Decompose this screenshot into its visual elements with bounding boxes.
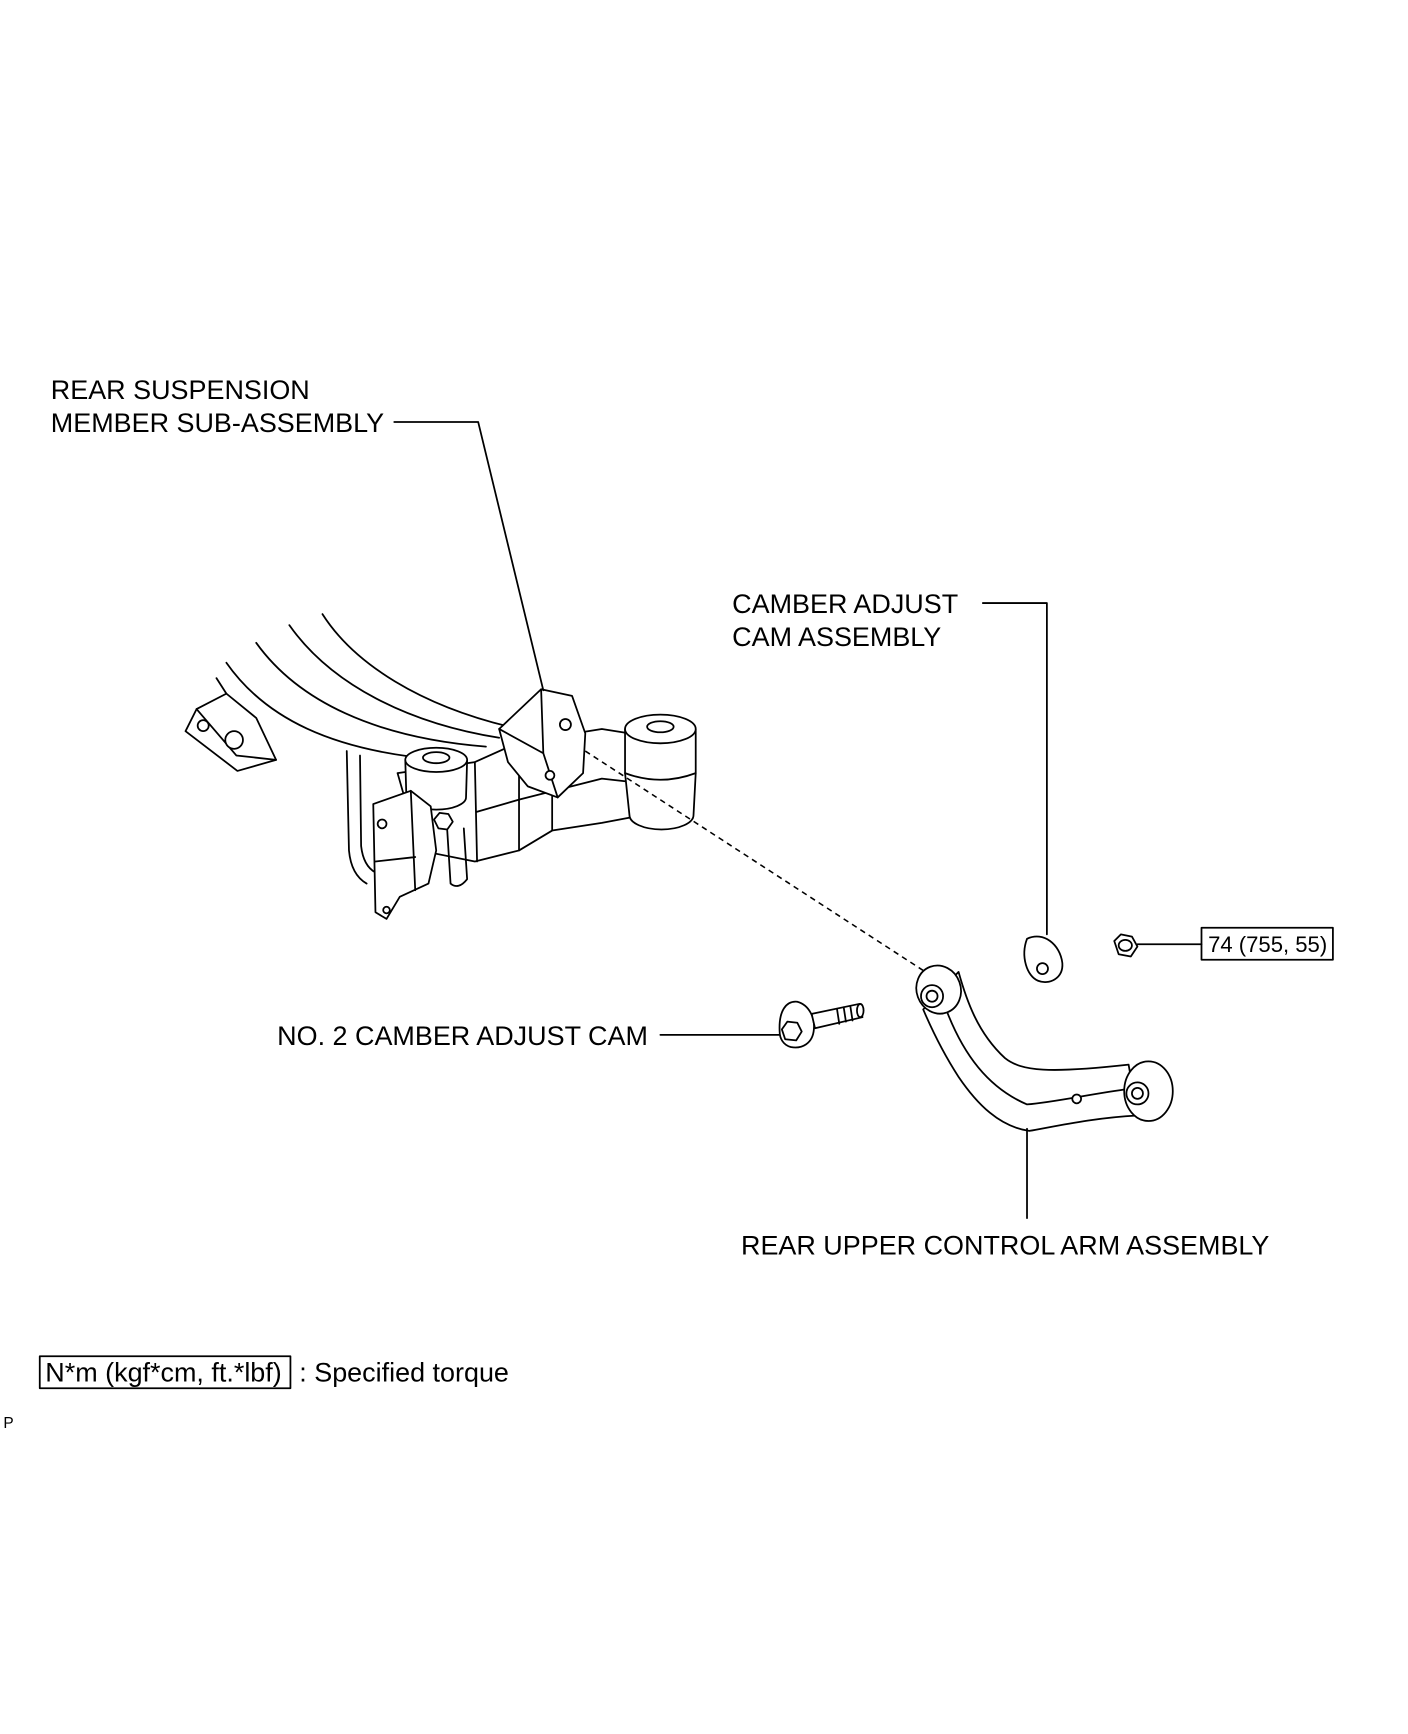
leader-rear-suspension-member: [393, 421, 545, 692]
legend-unit-box: [38, 1355, 292, 1390]
member-right-bushing-hole: [646, 720, 675, 734]
member-left-lower-bracket: [372, 789, 438, 920]
label-camber-adjust-line1: CAMBER ADJUST: [732, 589, 958, 619]
member-lower-bracket-hole: [382, 905, 391, 915]
member-beam-arc: [225, 661, 443, 761]
nut-bore: [1117, 939, 1133, 952]
no2-bolt-head: [780, 1020, 803, 1042]
label-rear-upper-control-arm: REAR UPPER CONTROL ARM ASSEMBLY: [741, 1231, 1269, 1261]
member-lower-tube: [446, 827, 469, 887]
leader-camber-adjust-cam: [981, 602, 1048, 936]
member-left-lower-bracket-edge: [374, 789, 417, 892]
control-arm-hole: [1071, 1093, 1083, 1105]
legend-description: : Specified torque: [299, 1358, 509, 1388]
installation-dashed-line: [584, 750, 926, 973]
member-left-bracket-edge: [195, 677, 277, 761]
no2-bolt-shaft: [810, 1003, 864, 1030]
member-bracket-hole: [559, 718, 572, 731]
label-no2-camber-adjust-cam: NO. 2 CAMBER ADJUST CAM: [277, 1021, 648, 1051]
control-arm-front-bushing-hole: [925, 989, 939, 1003]
member-beam-arc: [288, 624, 501, 739]
member-beam-arc: [255, 641, 487, 748]
no2-bolt-tip: [856, 1003, 865, 1019]
torque-value-box: [1200, 926, 1334, 961]
control-arm-rear-bushing-hole: [1131, 1086, 1144, 1100]
no2-bolt-thread: [836, 1005, 854, 1025]
member-lower-bracket-hole: [376, 818, 388, 830]
member-left-tube: [345, 750, 368, 885]
camber-adjust-cam-drawing: [1023, 935, 1064, 983]
member-beam-arc: [321, 613, 520, 730]
label-rear-suspension-line1: REAR SUSPENSION: [51, 375, 310, 405]
member-right-bushing-band: [624, 772, 697, 781]
member-left-bracket-hole: [196, 719, 210, 733]
legend-unit-text: N*m (kgf*cm, ft.*lbf): [45, 1358, 281, 1388]
control-arm-edge: [944, 1006, 1130, 1106]
corner-mark: P: [3, 1415, 13, 1432]
label-rear-suspension-line2: MEMBER SUB-ASSEMBLY: [51, 408, 384, 438]
member-bracket-hole: [544, 770, 556, 781]
torque-value-nut: 74 (755, 55): [1208, 932, 1327, 957]
member-body-edge: [473, 741, 633, 863]
rear-upper-control-arm-drawing: [915, 964, 1174, 1132]
member-left-tube: [359, 754, 377, 874]
no2-camber-adjust-cam-drawing: [778, 1000, 865, 1049]
member-bracket-nut: [433, 812, 454, 831]
member-left-bushing-hole: [422, 751, 451, 765]
rear-suspension-member-drawing: [184, 613, 697, 920]
control-arm-body: [922, 971, 1139, 1132]
nut-drawing: [1113, 933, 1139, 958]
camber-cam-hole: [1036, 962, 1049, 976]
member-left-bracket-hole: [224, 730, 244, 750]
camber-cam-plate: [1023, 935, 1064, 983]
member-triangle-bracket-edge: [498, 688, 559, 799]
label-camber-adjust-line2: CAM ASSEMBLY: [732, 622, 941, 652]
